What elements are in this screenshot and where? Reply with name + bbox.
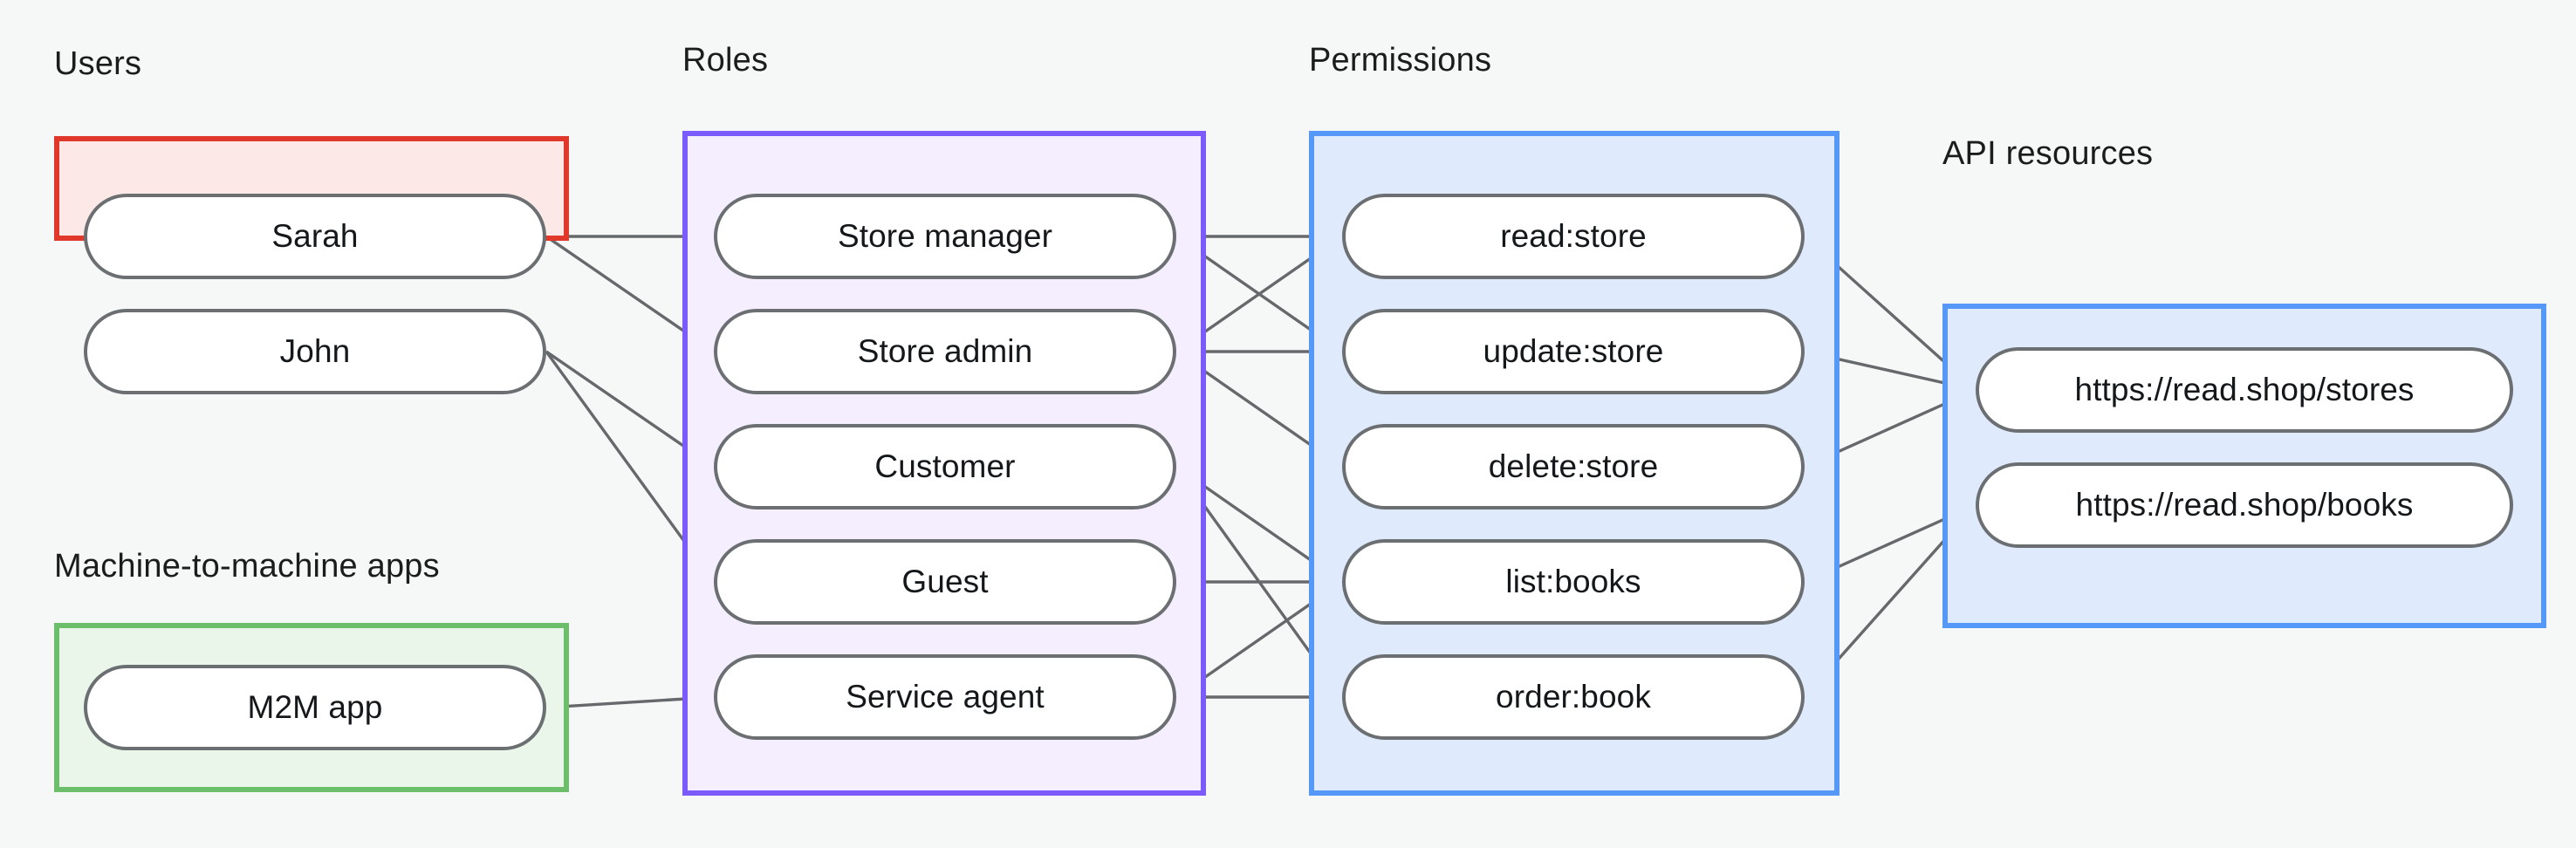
node-service_agent[interactable]: Service agent <box>714 654 1176 740</box>
node-label-service_agent: Service agent <box>846 679 1045 715</box>
node-label-guest: Guest <box>901 564 989 599</box>
group-label-api: API resources <box>1942 135 2154 172</box>
node-guest[interactable]: Guest <box>714 539 1176 625</box>
node-label-list_books: list:books <box>1505 564 1641 599</box>
group-label-m2m: Machine-to-machine apps <box>54 548 440 585</box>
node-label-delete_store: delete:store <box>1488 448 1659 484</box>
group-label-users: Users <box>54 45 142 82</box>
node-delete_store[interactable]: delete:store <box>1342 424 1805 509</box>
node-read_store[interactable]: read:store <box>1342 194 1805 279</box>
node-res_books[interactable]: https://read.shop/books <box>1976 462 2513 548</box>
node-label-store_admin: Store admin <box>857 333 1033 369</box>
node-update_store[interactable]: update:store <box>1342 309 1805 394</box>
node-order_book[interactable]: order:book <box>1342 654 1805 740</box>
node-label-res_stores: https://read.shop/stores <box>2074 372 2415 407</box>
node-label-sarah: Sarah <box>271 218 359 254</box>
node-m2m_app[interactable]: M2M app <box>84 665 546 750</box>
node-john[interactable]: John <box>84 309 546 394</box>
node-label-order_book: order:book <box>1496 679 1651 715</box>
node-label-res_books: https://read.shop/books <box>2075 487 2414 523</box>
node-list_books[interactable]: list:books <box>1342 539 1805 625</box>
node-label-update_store: update:store <box>1483 333 1664 369</box>
node-label-store_manager: Store manager <box>837 218 1053 254</box>
node-sarah[interactable]: Sarah <box>84 194 546 279</box>
node-store_admin[interactable]: Store admin <box>714 309 1176 394</box>
node-label-m2m_app: M2M app <box>247 689 383 725</box>
node-label-customer: Customer <box>874 448 1016 484</box>
group-label-permissions: Permissions <box>1309 42 1492 79</box>
node-res_stores[interactable]: https://read.shop/stores <box>1976 347 2513 433</box>
group-label-roles: Roles <box>682 42 769 79</box>
node-label-read_store: read:store <box>1500 218 1647 254</box>
node-customer[interactable]: Customer <box>714 424 1176 509</box>
node-store_manager[interactable]: Store manager <box>714 194 1176 279</box>
node-label-john: John <box>279 333 351 369</box>
